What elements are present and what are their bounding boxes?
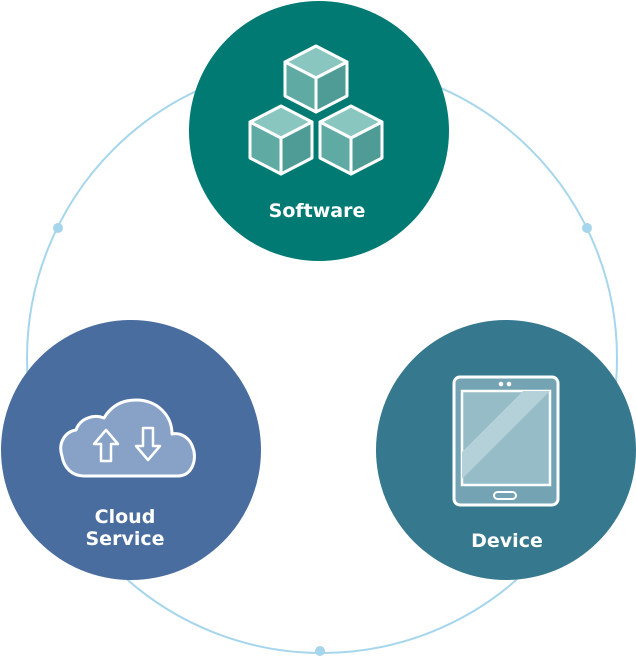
device-node: Device	[376, 320, 636, 580]
home-button	[493, 491, 517, 500]
software-node: Software	[189, 1, 449, 261]
cloud-service-node: Cloud Service	[1, 320, 261, 580]
device-label: Device	[471, 530, 543, 552]
ring-dot-left	[53, 223, 63, 233]
screen-glare	[462, 391, 550, 479]
cloud-label-line2: Service	[86, 528, 165, 550]
cubes-icon	[248, 44, 384, 176]
download-arrow-icon	[134, 426, 162, 462]
cloud-label-line1: Cloud	[95, 506, 156, 528]
cloud-shape	[59, 398, 196, 478]
tablet-icon	[452, 375, 560, 507]
cloud-upload-download-icon	[59, 398, 196, 478]
camera-dot	[498, 381, 504, 387]
ring-dot-bottom	[315, 646, 325, 656]
camera-dot-2	[506, 381, 512, 387]
upload-arrow-icon	[92, 428, 120, 463]
software-label: Software	[269, 200, 366, 222]
tablet-screen	[460, 389, 552, 487]
ring-dot-right	[582, 223, 592, 233]
